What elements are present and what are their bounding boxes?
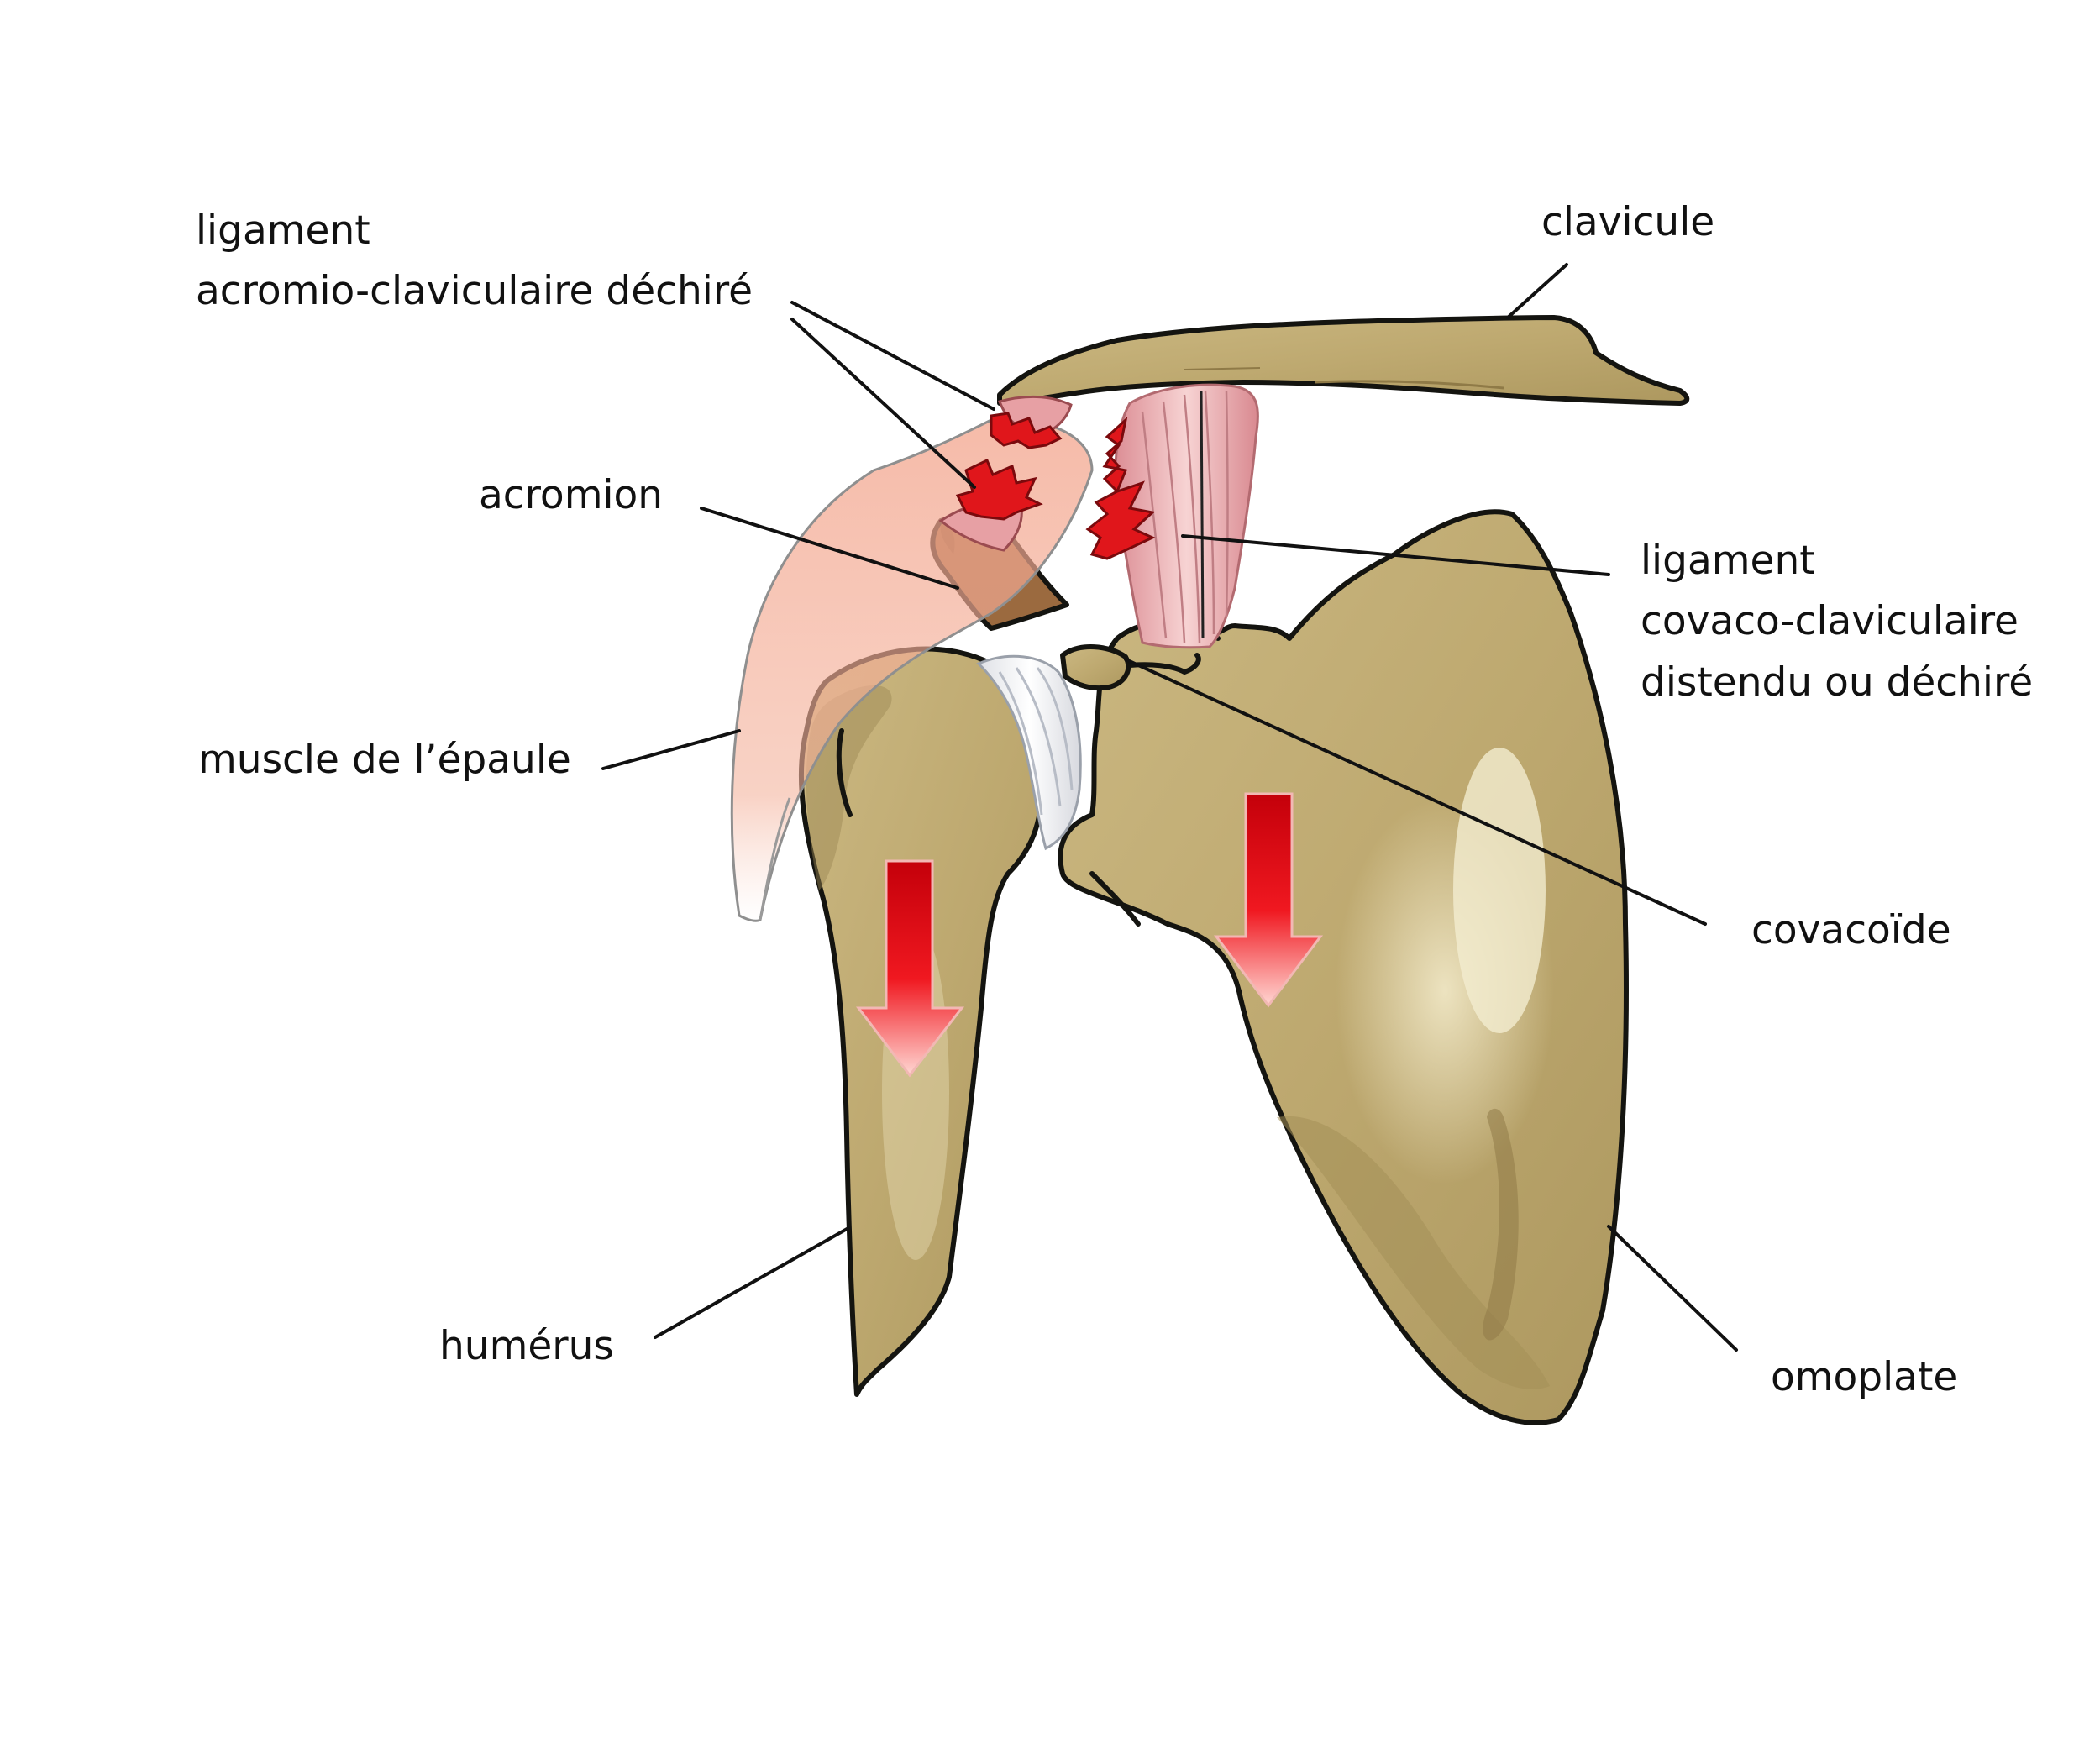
label-humerus: humérus [439, 1323, 614, 1369]
label-ac-ligament-line2: acromio-claviculaire déchiré [196, 268, 753, 314]
leader-humerus [654, 1226, 850, 1339]
leader-coracoid [1124, 658, 1707, 926]
leader-ac-ligament-lower [790, 318, 976, 489]
label-scapula: omoplate [1771, 1354, 1957, 1400]
label-cc-ligament-line3: distendu ou déchiré [1641, 659, 2033, 706]
leader-scapula [1607, 1225, 1738, 1352]
leader-shoulder-muscle [601, 729, 741, 770]
leader-acromion [700, 507, 959, 590]
scapula-bone [1058, 509, 1629, 1425]
leader-clavicle [1506, 263, 1568, 319]
joint-capsule [976, 654, 1082, 851]
coracoclavicular-ligament [1085, 383, 1259, 649]
label-ac-ligament-line1: ligament [196, 207, 370, 254]
label-shoulder-muscle: muscle de l’épaule [198, 737, 571, 783]
leader-cc-ligament [1181, 534, 1610, 576]
scapula-displacement-arrow [1213, 792, 1324, 1008]
leader-ac-ligament-upper [790, 301, 995, 411]
acromioclavicular-ligament-torn [938, 395, 1073, 552]
label-clavicle: clavicule [1541, 199, 1714, 245]
label-acromion: acromion [479, 472, 663, 518]
humerus-displacement-arrow [855, 859, 965, 1078]
clavicle-bone [997, 315, 1690, 406]
leader-lines [601, 263, 1738, 1352]
label-cc-ligament-line2: covaco-claviculaire [1641, 598, 2019, 644]
label-coracoid: covacoïde [1751, 907, 1951, 953]
label-cc-ligament-line1: ligament [1641, 538, 1815, 584]
labels: ligament acromio-claviculaire déchiré cl… [196, 199, 2033, 1400]
